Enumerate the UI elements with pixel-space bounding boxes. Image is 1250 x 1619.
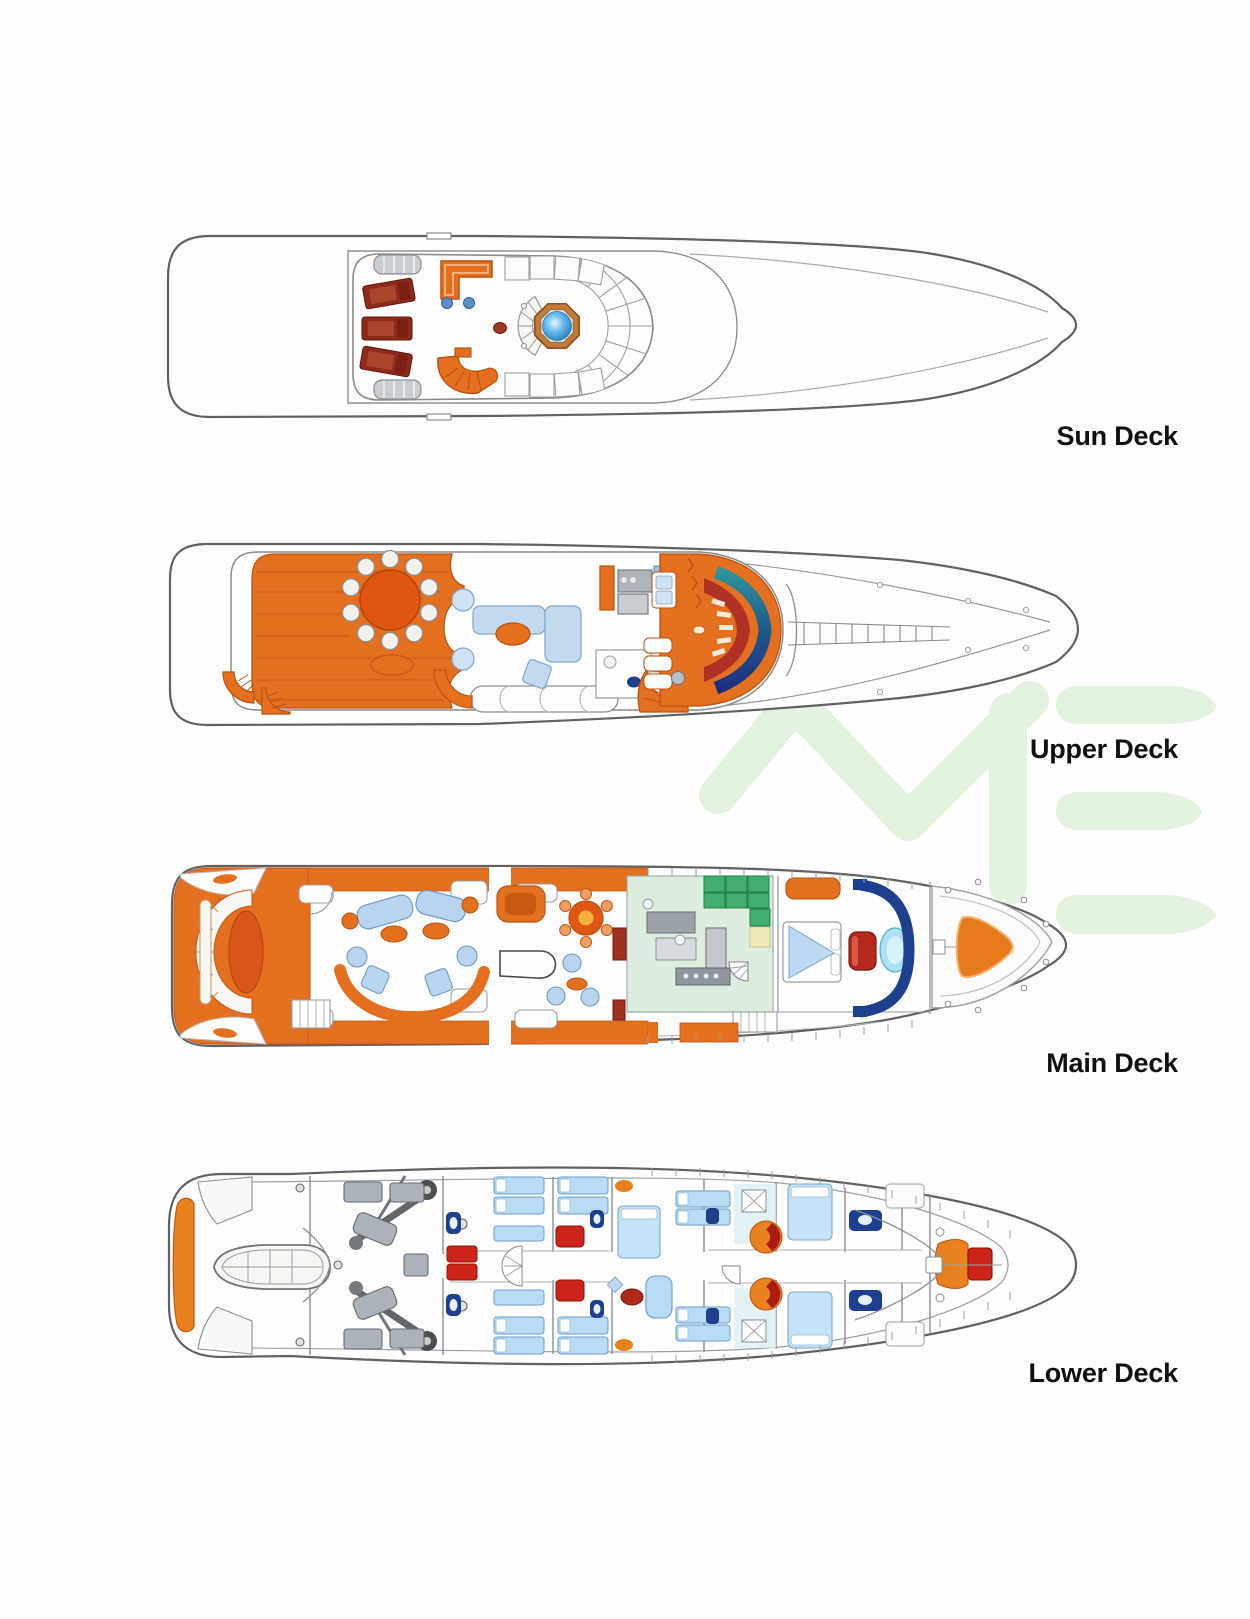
svg-text:Upper Deck: Upper Deck: [1030, 734, 1179, 764]
svg-text:Lower Deck: Lower Deck: [1028, 1358, 1179, 1388]
svg-text:Main Deck: Main Deck: [1046, 1048, 1179, 1078]
svg-text:Sun Deck: Sun Deck: [1057, 421, 1180, 451]
